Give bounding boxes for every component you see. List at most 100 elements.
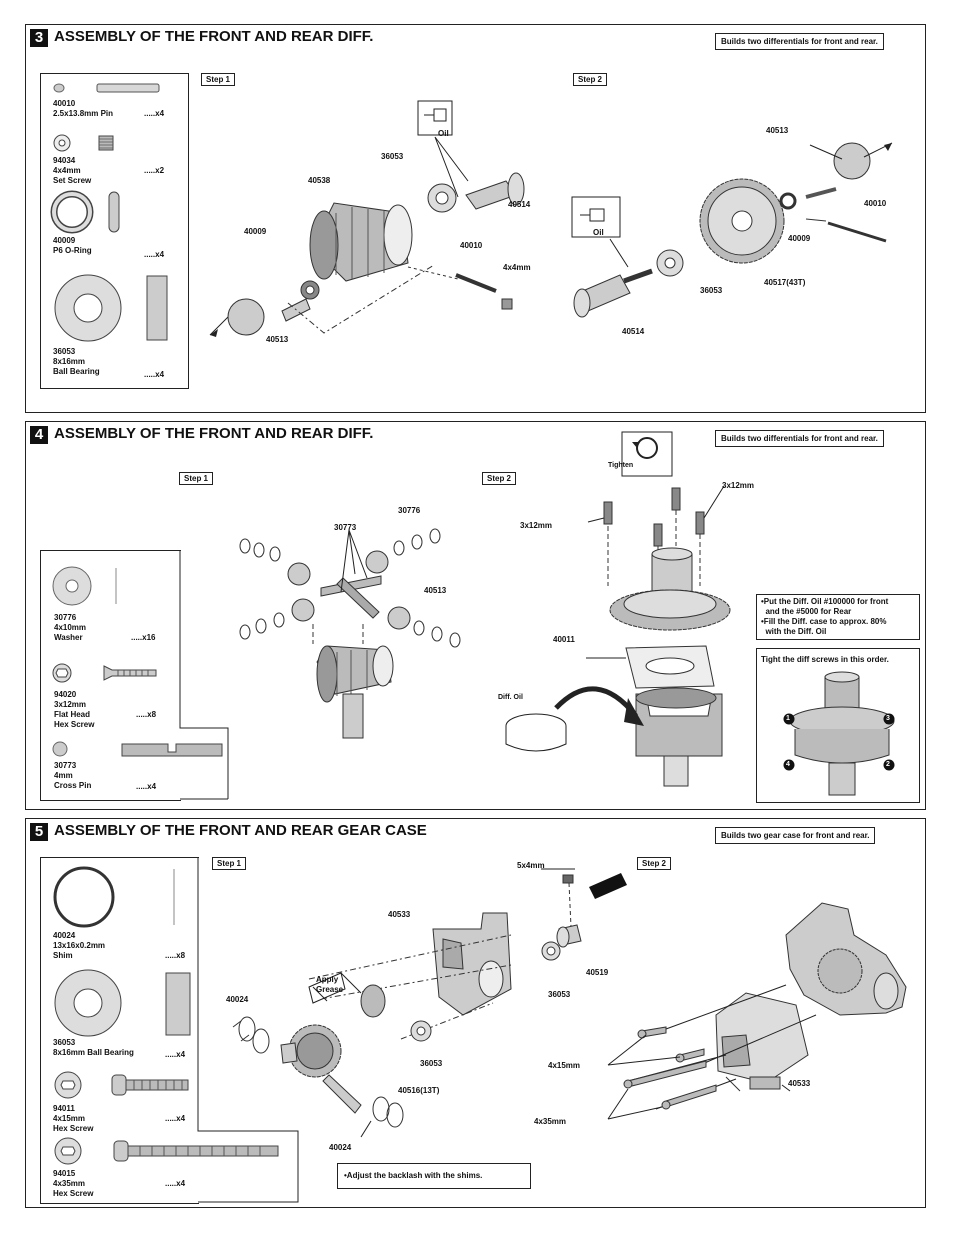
part-code: 30776 <box>54 613 77 622</box>
cross-pin-icon <box>52 741 223 757</box>
section-title: ASSEMBLY OF THE FRONT AND REAR DIFF. <box>54 425 374 442</box>
diff-oil-instructions: •Put the Diff. Oil #100000 for front and… <box>756 594 920 640</box>
part-qty: .....x4 <box>165 1050 186 1059</box>
callout-40009: 40009 <box>244 227 267 236</box>
part-name: 3x12mm <box>54 700 87 709</box>
callout-oil: Oil <box>593 228 604 237</box>
callout-40517-43t: 40517(43T) <box>764 278 806 287</box>
callout-4x35mm: 4x35mm <box>534 1117 567 1126</box>
hex-screw-35-icon <box>54 1137 279 1165</box>
callout-4x4mm: 4x4mm <box>503 263 531 272</box>
part-name: 4x35mm <box>53 1179 86 1188</box>
instruction-line: •Fill the Diff. case to approx. 80% <box>761 617 887 626</box>
section-3: 3 ASSEMBLY OF THE FRONT AND REAR DIFF. B… <box>25 24 926 413</box>
section-note: Builds two differentials for front and r… <box>715 430 884 447</box>
part-qty: .....x4 <box>144 370 165 379</box>
flat-head-screw-icon <box>52 663 157 683</box>
callout-30776: 30776 <box>398 506 421 515</box>
section-title: ASSEMBLY OF THE FRONT AND REAR GEAR CASE <box>54 822 427 839</box>
step2-diff-oil-drawing <box>505 431 731 787</box>
part-name: 2.5x13.8mm Pin <box>53 109 114 118</box>
backlash-note-text: •Adjust the backlash with the shims. <box>344 1171 483 1180</box>
callout-40009: 40009 <box>788 234 811 243</box>
part-qty: .....x4 <box>144 109 165 118</box>
part-qty: .....x8 <box>165 951 186 960</box>
callout-40514: 40514 <box>622 327 645 336</box>
part-code: 40010 <box>53 99 76 108</box>
part-name-2: Set Screw <box>53 176 92 185</box>
ball-bearing-icon <box>54 274 168 342</box>
callout-40514: 40514 <box>508 200 531 209</box>
hex-screw-15-icon <box>54 1071 189 1099</box>
part-code: 94015 <box>53 1169 76 1178</box>
section-4: 4 ASSEMBLY OF THE FRONT AND REAR DIFF. B… <box>25 421 926 810</box>
step1-spider-gears-drawing <box>239 528 461 739</box>
callout-5x4mm: 5x4mm <box>517 861 545 870</box>
instruction-line: and the #5000 for Rear <box>761 607 852 616</box>
part-code: 36053 <box>53 1038 76 1047</box>
order-number: 2 <box>886 761 890 768</box>
diff-oil-label: Diff. Oil <box>498 694 523 701</box>
callout-40024: 40024 <box>226 995 249 1004</box>
step2-assembled-case-drawing <box>607 902 907 1120</box>
part-qty: .....x16 <box>131 633 156 642</box>
part-qty: .....x4 <box>165 1179 186 1188</box>
order-number: 1 <box>786 715 790 722</box>
section-5: 5 ASSEMBLY OF THE FRONT AND REAR GEAR CA… <box>25 818 926 1208</box>
callout-40010: 40010 <box>864 199 887 208</box>
callout-40024: 40024 <box>329 1143 352 1152</box>
callout-40513: 40513 <box>266 335 289 344</box>
parts-list: 40010 2.5x13.8mm Pin .....x4 94034 4x4mm… <box>40 73 189 389</box>
section-number: 3 <box>30 29 48 47</box>
section-number: 5 <box>30 823 48 841</box>
tighten-icon-label: Tighten <box>608 462 634 469</box>
set-screw-icon <box>53 134 114 152</box>
callout-36053: 36053 <box>381 152 404 161</box>
step1-gear-case-drawing <box>232 868 627 1138</box>
section-title: ASSEMBLY OF THE FRONT AND REAR DIFF. <box>54 28 374 45</box>
step-2-label: Step 2 <box>637 857 672 870</box>
section-note: Builds two differentials for front and r… <box>715 33 884 50</box>
part-qty: .....x2 <box>144 166 165 175</box>
part-name: 4x4mm <box>53 166 81 175</box>
order-number-4-icon <box>783 759 795 771</box>
callout-40538: 40538 <box>308 176 331 185</box>
part-name: P6 O-Ring <box>53 246 92 255</box>
part-name-2: Ball Bearing <box>53 367 100 376</box>
step1-diff-case-drawing <box>209 100 525 337</box>
part-name-2: Hex Screw <box>53 1124 94 1133</box>
step2-ring-gear-drawing <box>571 142 893 318</box>
callout-3x12mm: 3x12mm <box>722 481 755 490</box>
part-name-2: Shim <box>53 951 73 960</box>
backlash-note: •Adjust the backlash with the shims. <box>337 1163 531 1189</box>
screw-order-panel: Tight the diff screws in this order. 1 2… <box>756 648 920 803</box>
part-name: 8x16mm <box>53 357 86 366</box>
callout-36053: 36053 <box>548 990 571 999</box>
order-number-3-icon <box>883 713 895 725</box>
part-name: 4x10mm <box>54 623 87 632</box>
instruction-line: •Put the Diff. Oil #100000 for front <box>761 597 889 606</box>
apply-grease-label: Grease <box>316 985 344 994</box>
callout-40010: 40010 <box>460 241 483 250</box>
section-number: 4 <box>30 426 48 444</box>
part-name: 8x16mm Ball Bearing <box>53 1048 134 1057</box>
order-number-2-icon <box>883 759 895 771</box>
callout-40513: 40513 <box>424 586 447 595</box>
order-number: 4 <box>786 761 790 768</box>
part-qty: .....x4 <box>165 1114 186 1123</box>
part-code: 94011 <box>53 1104 75 1113</box>
part-code: 30773 <box>54 761 77 770</box>
callout-30773: 30773 <box>334 523 357 532</box>
callout-4x15mm: 4x15mm <box>548 1061 581 1070</box>
callout-40011: 40011 <box>553 635 575 644</box>
callout-oil: Oil <box>438 129 449 138</box>
callout-40533: 40533 <box>388 910 411 919</box>
part-code: 40009 <box>53 236 76 245</box>
order-number: 3 <box>886 715 890 722</box>
step-2-label: Step 2 <box>573 73 608 86</box>
instruction-line: with the Diff. Oil <box>761 627 827 636</box>
part-code: 94034 <box>53 156 76 165</box>
part-name-2: Flat Head <box>54 710 91 719</box>
part-name-2: Hex Screw <box>53 1189 94 1198</box>
part-code: 94020 <box>54 690 77 699</box>
